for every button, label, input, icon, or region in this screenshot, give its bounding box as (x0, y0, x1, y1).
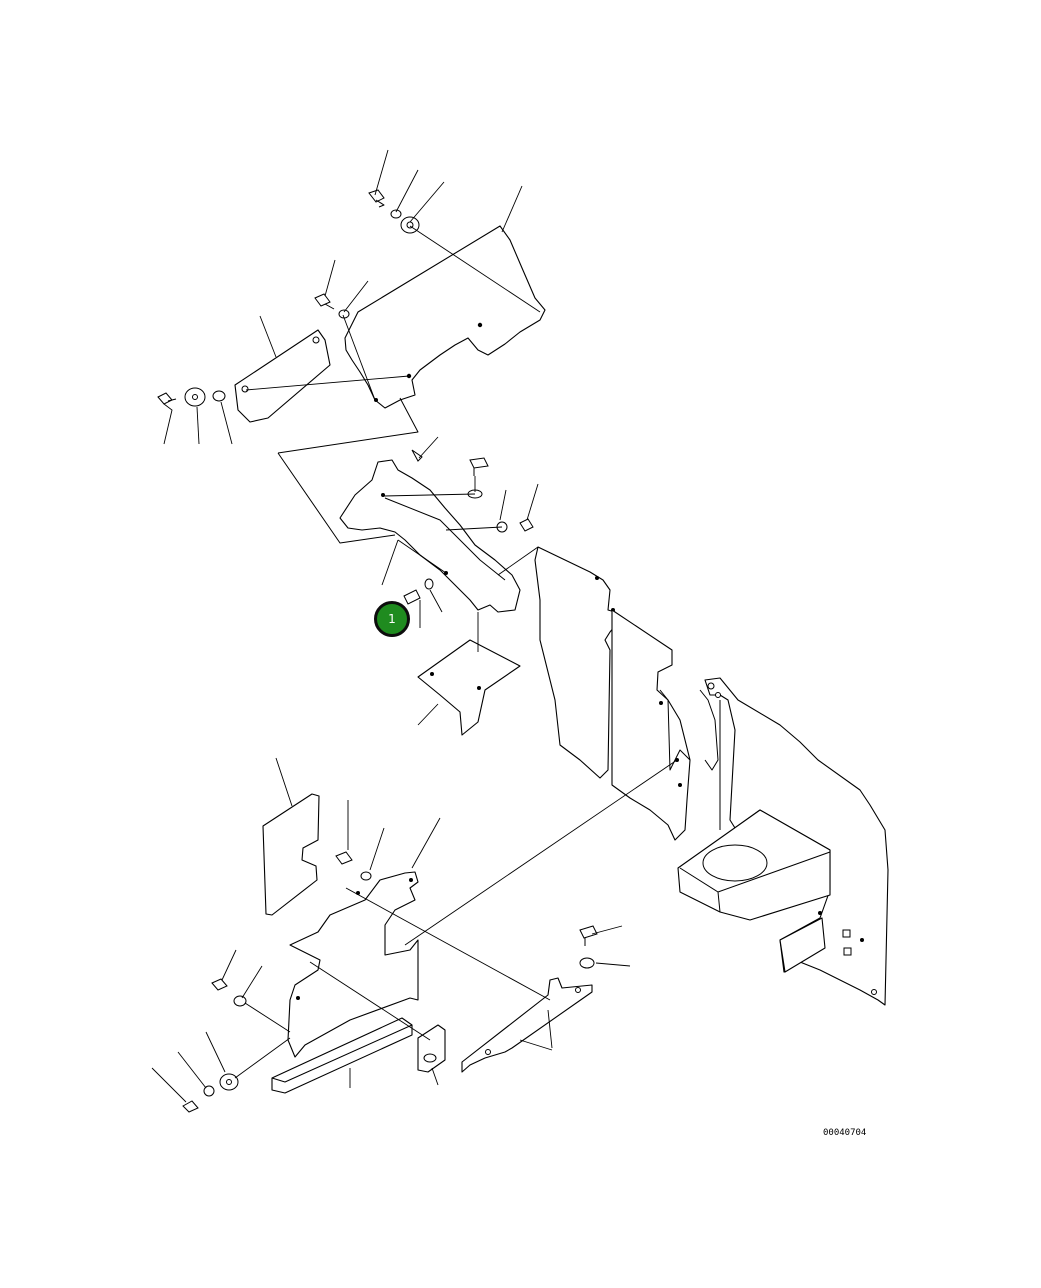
upper-cover-plate (344, 225, 546, 409)
lower-left-panel (262, 793, 320, 916)
callout-badge-1[interactable]: 1 (374, 601, 410, 637)
hardware-lower-center (335, 851, 372, 881)
lower-center-plate (287, 871, 419, 1058)
upper-outline-bracket (277, 397, 419, 544)
small-block (417, 1024, 446, 1073)
hardware-lower-left (182, 978, 247, 1113)
callout-badge-label: 1 (388, 612, 396, 626)
leader-lines (151, 149, 678, 1103)
large-panel-left (534, 546, 621, 779)
hopper-box (677, 809, 831, 921)
hardware-lower-right (579, 925, 598, 969)
drawing-number: 00040704 (823, 1128, 867, 1138)
lower-middle-plate (417, 639, 521, 736)
upper-left-plate (234, 329, 331, 423)
hardware-callout-area (403, 578, 434, 605)
lower-right-bracket (779, 917, 826, 973)
hardware-upper-left-1 (314, 293, 350, 319)
hardware-upper-left-2 (157, 387, 226, 407)
large-panel-right (704, 677, 889, 1006)
angled-strap (461, 977, 593, 1073)
large-panel-middle (611, 609, 719, 841)
long-bar (271, 1017, 413, 1094)
